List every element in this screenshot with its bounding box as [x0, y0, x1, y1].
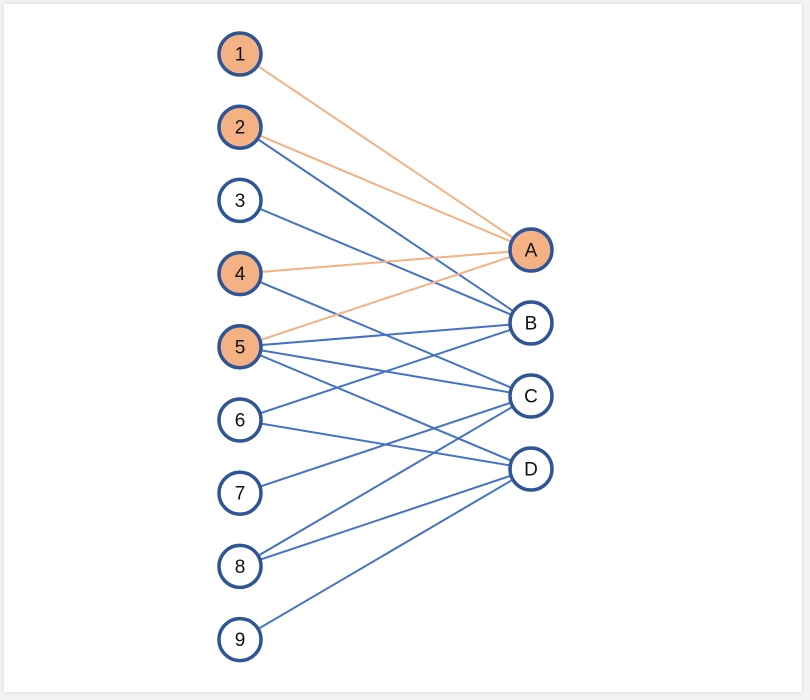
node-circle: [217, 177, 263, 224]
node-A: A: [508, 227, 554, 273]
edge-6-B: [239, 322, 532, 421]
node-circle: [217, 470, 263, 516]
node-label: D: [524, 460, 538, 481]
node-5: 5: [217, 324, 263, 370]
edge-1-A: [239, 53, 532, 251]
node-circle: [217, 616, 263, 663]
edge-7-C: [239, 395, 532, 495]
node-4: 4: [217, 250, 263, 297]
node-label: B: [525, 314, 538, 335]
node-circle: [508, 373, 554, 419]
nodes-layer: 1 2 3 4 5 6 7 8 9 A B C D: [217, 31, 554, 663]
node-label: 3: [235, 191, 246, 212]
node-label: 7: [235, 484, 246, 505]
node-circle: [508, 300, 554, 346]
node-D: D: [508, 446, 554, 492]
node-6: 6: [217, 397, 263, 443]
node-C: C: [508, 373, 554, 419]
edge-4-A: [239, 249, 532, 275]
edge-5-D: [239, 345, 532, 470]
node-label: C: [524, 387, 538, 408]
edge-2-B: [239, 126, 532, 324]
edge-2-A: [239, 126, 532, 251]
edges-layer: [239, 53, 532, 641]
node-label: 1: [235, 45, 246, 66]
node-B: B: [508, 300, 554, 346]
node-7: 7: [217, 470, 263, 516]
node-circle: [217, 397, 263, 443]
node-label: 6: [235, 411, 246, 432]
node-label: 8: [235, 557, 246, 578]
node-8: 8: [217, 543, 263, 590]
node-1: 1: [217, 31, 263, 77]
edge-5-A: [239, 249, 532, 348]
diagram-frame: [4, 4, 802, 692]
node-circle: [217, 31, 263, 77]
node-2: 2: [217, 104, 263, 150]
node-circle: [217, 324, 263, 370]
node-9: 9: [217, 616, 263, 663]
node-label: 4: [235, 264, 246, 285]
node-circle: [508, 227, 554, 273]
node-circle: [217, 104, 263, 150]
edge-8-C: [239, 395, 532, 568]
node-label: A: [525, 241, 538, 262]
edge-8-D: [239, 468, 532, 568]
node-label: 5: [235, 337, 246, 358]
node-3: 3: [217, 177, 263, 224]
node-label: 2: [235, 118, 246, 139]
node-circle: [217, 543, 263, 590]
node-circle: [508, 446, 554, 492]
node-circle: [217, 250, 263, 297]
node-label: 9: [235, 630, 246, 651]
edge-5-B: [239, 322, 532, 348]
edge-9-D: [239, 468, 532, 641]
